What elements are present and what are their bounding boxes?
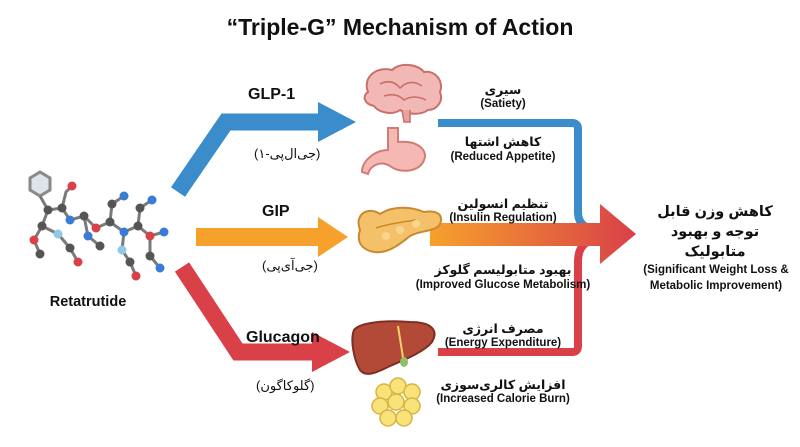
effect-glucose-en: (Improved Glucose Metabolism)	[415, 279, 591, 291]
outcome-fa: کاهش وزن قابل توجه و بهبود متابولیک	[657, 204, 773, 260]
receptor-glucagon-fa: (گلوکاگون)	[256, 378, 315, 393]
glucagon-arrowhead	[312, 332, 350, 372]
drug-name: Retatrutide	[49, 294, 127, 310]
gip-arrow	[196, 228, 320, 246]
receptor-glp1-label: GLP-1	[248, 86, 296, 103]
fat-cells-icon	[371, 377, 421, 427]
outcome-en: (Significant Weight Loss & Metabolic Imp…	[643, 264, 789, 292]
outcome-arrow	[430, 204, 636, 264]
pancreas-icon	[357, 206, 442, 254]
stomach-icon	[360, 127, 426, 176]
molecule-atoms	[29, 181, 169, 281]
receptor-glp1-fa: (جی‌ال‌پی-۱)	[254, 146, 321, 161]
receptor-gip-label: GIP	[262, 203, 290, 220]
effect-satiety-fa: سیری	[484, 83, 522, 97]
glucagon-arrow	[174, 262, 316, 361]
receptor-gip-fa: (جی‌آی‌پی)	[262, 258, 318, 273]
effect-appetite-en: (Reduced Appetite)	[450, 151, 556, 163]
glp1-arrowhead	[318, 102, 356, 142]
effect-insulin-fa: تنظیم انسولین	[457, 197, 549, 211]
effect-energy-en: (Energy Expenditure)	[444, 337, 562, 349]
effect-satiety-en: (Satiety)	[480, 98, 526, 110]
effect-calorie-fa: افزایش کالری‌سوزی	[440, 378, 566, 392]
brain-icon	[363, 64, 442, 123]
effect-appetite-fa: کاهش اشتها	[464, 135, 542, 149]
effect-glucose-fa: بهبود متابولیسم گلوکز	[434, 263, 572, 277]
receptor-glucagon-label: Glucagon	[246, 329, 320, 346]
diagram-title: “Triple-G” Mechanism of Action	[226, 14, 574, 40]
liver-icon	[351, 320, 436, 375]
effect-calorie-en: (Increased Calorie Burn)	[436, 393, 570, 405]
effect-energy-fa: مصرف انرژی	[462, 322, 544, 336]
glp1-arrow	[170, 113, 322, 197]
gip-arrowhead	[318, 217, 348, 257]
effect-insulin-en: (Insulin Regulation)	[449, 212, 557, 224]
